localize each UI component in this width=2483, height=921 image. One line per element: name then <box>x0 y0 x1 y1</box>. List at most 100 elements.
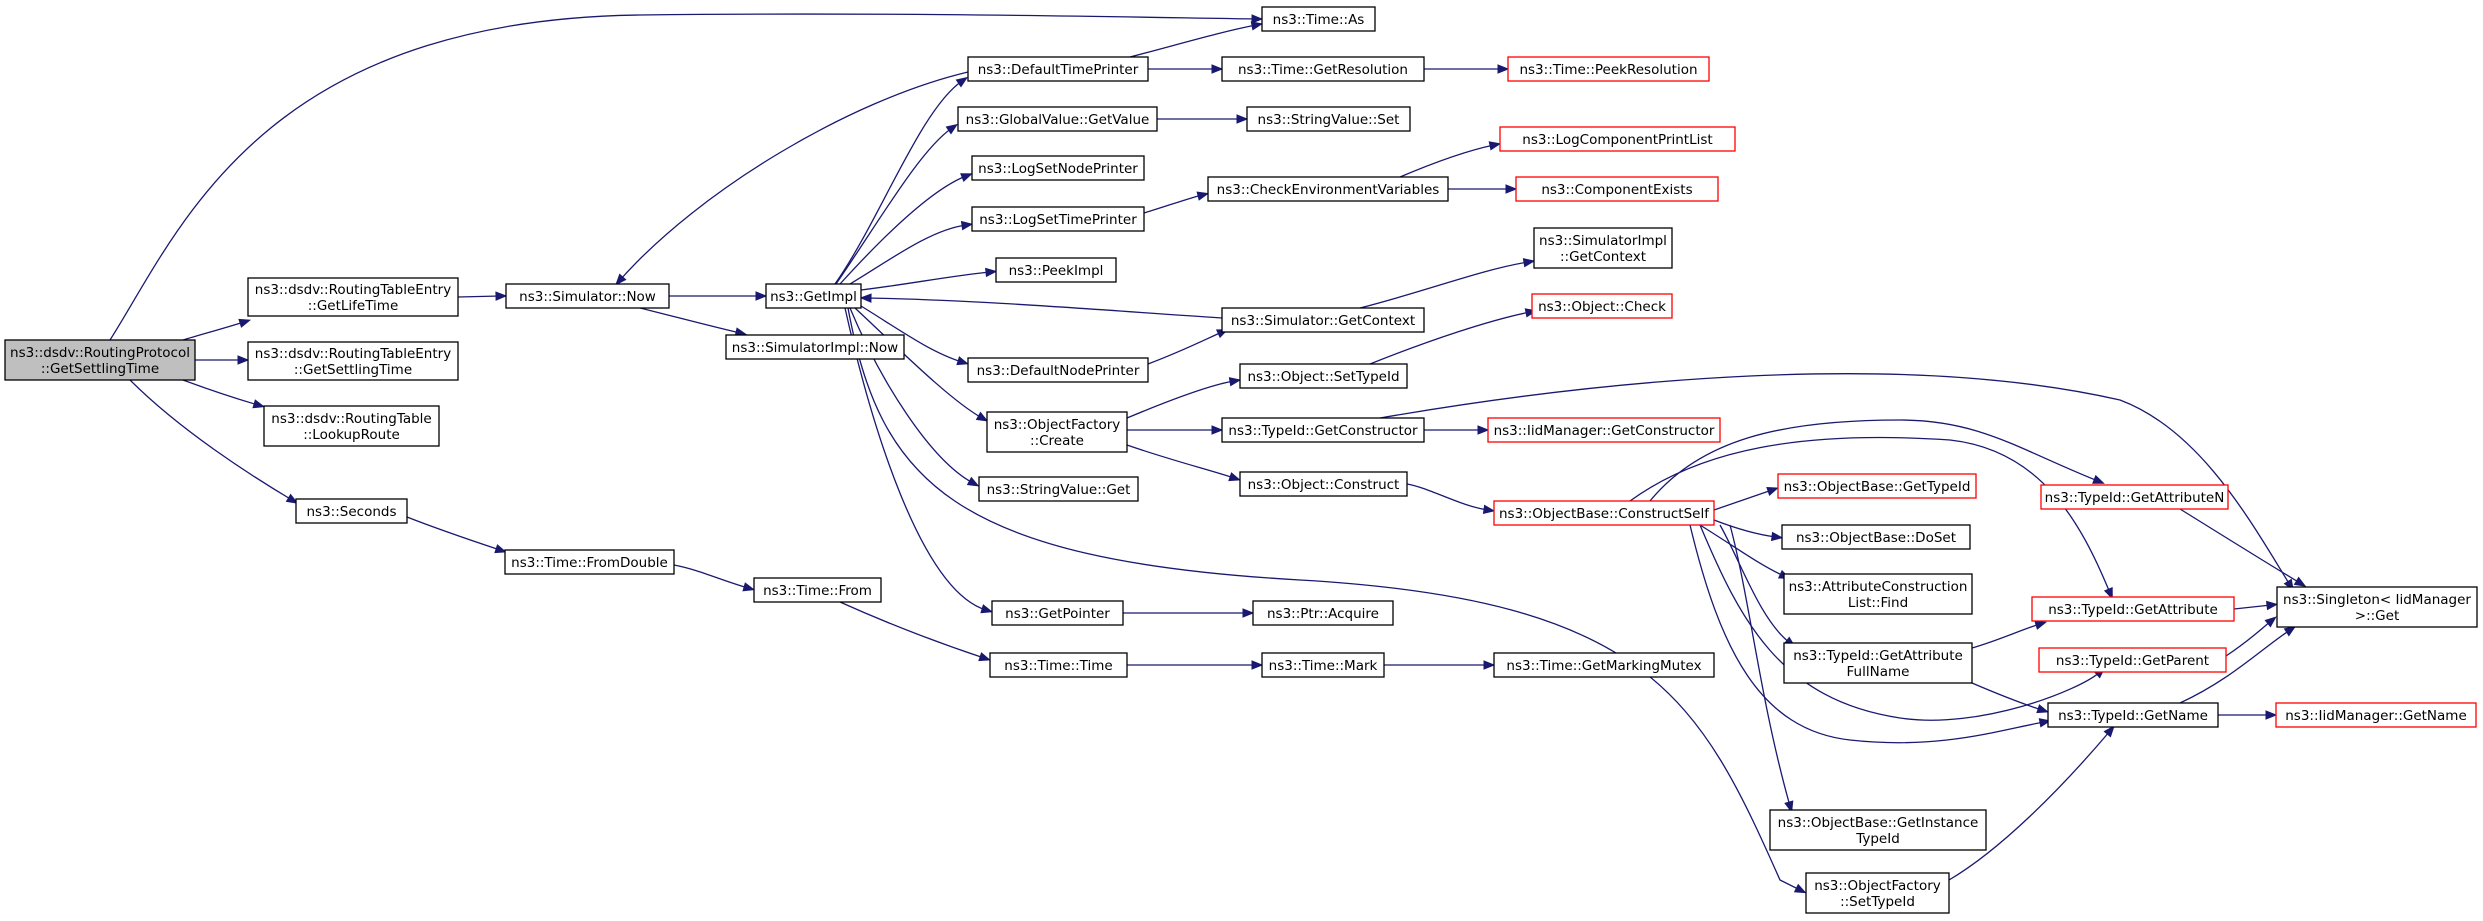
node-singleton-get[interactable]: ns3::Singleton< IidManager >::Get <box>2276 586 2478 628</box>
edge-seconds-to-time_fromdouble <box>406 516 507 554</box>
node-label-line-1: ns3::Object::Check <box>1538 299 1666 315</box>
node-root[interactable]: ns3::dsdv::RoutingProtocol::GetSettlingT… <box>4 339 196 381</box>
node-log-set-time[interactable]: ns3::LogSetTimePrinter <box>971 206 1145 232</box>
node-objbase-doset[interactable]: ns3::ObjectBase::DoSet <box>1781 524 1971 550</box>
node-label-line-1: ns3::ComponentExists <box>1541 182 1692 198</box>
edge-typeid_getname-to-singleton_get <box>2179 625 2297 704</box>
edge-time_fromdouble-to-time_from <box>673 564 756 592</box>
node-simimpl-getctx[interactable]: ns3::SimulatorImpl::GetContext <box>1533 227 1673 269</box>
node-time-mark[interactable]: ns3::Time::Mark <box>1261 652 1385 678</box>
node-check-env[interactable]: ns3::CheckEnvironmentVariables <box>1207 176 1449 202</box>
node-sv-get[interactable]: ns3::StringValue::Get <box>978 476 1139 502</box>
node-time-peekres[interactable]: ns3::Time::PeekResolution <box>1507 56 1710 82</box>
node-objfactory-create[interactable]: ns3::ObjectFactory::Create <box>986 411 1128 453</box>
node-default-node-printer[interactable]: ns3::DefaultNodePrinter <box>967 357 1149 383</box>
edge-default_node_printer-to-sim_getctx <box>1147 328 1229 365</box>
node-objbase-gettypeid[interactable]: ns3::ObjectBase::GetTypeId <box>1777 473 1977 499</box>
node-iid-getctor[interactable]: ns3::IidManager::GetConstructor <box>1487 417 1721 443</box>
node-iid-getname[interactable]: ns3::IidManager::GetName <box>2275 702 2477 728</box>
node-time-getmarkingmutex[interactable]: ns3::Time::GetMarkingMutex <box>1493 652 1715 678</box>
edge-sim_getctx-to-getimpl <box>859 293 1223 319</box>
node-typeid-getattrn[interactable]: ns3::TypeId::GetAttributeN <box>2040 484 2229 510</box>
node-label-line-1: ns3::GlobalValue::GetValue <box>966 112 1150 128</box>
node-getpointer[interactable]: ns3::GetPointer <box>991 600 1124 626</box>
node-sim-getctx[interactable]: ns3::Simulator::GetContext <box>1221 307 1425 333</box>
node-comp-exists[interactable]: ns3::ComponentExists <box>1515 176 1719 202</box>
node-label-line-1: ns3::LogSetTimePrinter <box>979 212 1137 228</box>
edge-root-to-rte_settling <box>195 355 250 365</box>
node-obj-construct[interactable]: ns3::Object::Construct <box>1239 471 1408 497</box>
node-label-line-1: ns3::ObjectBase::ConstructSelf <box>1499 506 1710 522</box>
node-default-time-printer[interactable]: ns3::DefaultTimePrinter <box>967 56 1149 82</box>
node-label-line-1: ns3::TypeId::GetParent <box>2056 653 2209 669</box>
node-label-line-1: ns3::StringValue::Get <box>987 482 1131 498</box>
node-label-line-1: ns3::IidManager::GetConstructor <box>1494 423 1715 439</box>
node-rte-settling[interactable]: ns3::dsdv::RoutingTableEntry::GetSettlin… <box>247 341 459 381</box>
node-obj-check[interactable]: ns3::Object::Check <box>1531 293 1673 319</box>
function-nodes: ns3::dsdv::RoutingProtocol::GetSettlingT… <box>4 6 2478 914</box>
node-peekimpl[interactable]: ns3::PeekImpl <box>995 257 1117 283</box>
node-label-line-1: ns3::ObjectBase::GetInstance <box>1778 815 1979 831</box>
edge-objfactory_create-to-obj_construct <box>1126 444 1241 482</box>
edge-objbase_constructself-to-objbase_gettypeid <box>1713 486 1779 511</box>
node-typeid-getparent[interactable]: ns3::TypeId::GetParent <box>2038 647 2227 673</box>
node-label-line-1: ns3::TypeId::GetConstructor <box>1228 423 1418 439</box>
node-time-from[interactable]: ns3::Time::From <box>753 577 882 603</box>
node-label-line-1: ns3::ObjectFactory <box>994 417 1121 433</box>
node-log-set-node[interactable]: ns3::LogSetNodePrinter <box>971 155 1145 181</box>
edge-check_env-to-log_comp_list <box>1399 141 1502 178</box>
node-simimpl-now[interactable]: ns3::SimulatorImpl::Now <box>725 334 905 360</box>
node-sv-set[interactable]: ns3::StringValue::Set <box>1246 106 1411 132</box>
edge-time_getres-to-time_peekres <box>1424 64 1510 74</box>
node-obj-settypeid[interactable]: ns3::Object::SetTypeId <box>1239 363 1408 389</box>
edge-root-to-rte_lifetime <box>182 318 252 341</box>
edge-gv_getvalue-to-sv_set <box>1157 114 1249 124</box>
node-typeid-getname[interactable]: ns3::TypeId::GetName <box>2047 702 2219 728</box>
node-rte-lifetime[interactable]: ns3::dsdv::RoutingTableEntry::GetLifeTim… <box>247 277 459 317</box>
edge-getpointer-to-ptr_acquire <box>1123 608 1255 618</box>
node-objbase-constructself[interactable]: ns3::ObjectBase::ConstructSelf <box>1493 500 1715 526</box>
node-typeid-getattr[interactable]: ns3::TypeId::GetAttribute <box>2031 596 2235 622</box>
node-label-line-1: ns3::PeekImpl <box>1009 263 1104 279</box>
edge-getimpl-to-gv_getvalue <box>835 123 959 285</box>
node-time-fromdouble[interactable]: ns3::Time::FromDouble <box>504 549 675 575</box>
node-label-line-2: ::LookupRoute <box>303 427 400 443</box>
edge-default_time_printer-to-sim_now <box>615 71 969 286</box>
edge-typeid_getattrn-to-singleton_get <box>2179 508 2307 587</box>
node-log-comp-list[interactable]: ns3::LogComponentPrintList <box>1499 126 1736 152</box>
node-label-line-1: ns3::StringValue::Set <box>1258 112 1400 128</box>
node-label-line-1: ns3::Ptr::Acquire <box>1267 606 1379 622</box>
node-typeid-getctor[interactable]: ns3::TypeId::GetConstructor <box>1221 417 1425 443</box>
node-label-line-2: ::Create <box>1030 433 1084 449</box>
edge-root-to-rt_lookup <box>182 379 266 409</box>
node-label-line-1: ns3::dsdv::RoutingTableEntry <box>255 282 451 298</box>
node-label-line-2: ::GetSettlingTime <box>41 361 159 377</box>
node-label-line-1: ns3::Time::Mark <box>1269 658 1378 674</box>
node-label-line-1: ns3::dsdv::RoutingTableEntry <box>255 346 451 362</box>
node-sim-now[interactable]: ns3::Simulator::Now <box>505 283 670 309</box>
node-time-getres[interactable]: ns3::Time::GetResolution <box>1221 56 1425 82</box>
node-ptr-acquire[interactable]: ns3::Ptr::Acquire <box>1252 600 1394 626</box>
node-gv-getvalue[interactable]: ns3::GlobalValue::GetValue <box>957 106 1158 132</box>
edge-objfactory_settypeid-to-typeid_getname <box>1948 725 2115 881</box>
edge-typeid_getparent-to-singleton_get <box>2225 616 2277 657</box>
node-seconds[interactable]: ns3::Seconds <box>295 498 408 524</box>
node-label-line-1: ns3::TypeId::GetName <box>2058 708 2208 724</box>
node-objfactory-settypeid[interactable]: ns3::ObjectFactory::SetTypeId <box>1805 872 1950 914</box>
node-time-as[interactable]: ns3::Time::As <box>1261 6 1376 32</box>
edge-rte_lifetime-to-sim_now <box>457 291 508 301</box>
node-time-time[interactable]: ns3::Time::Time <box>989 652 1128 678</box>
node-label-line-1: ns3::Time::From <box>763 583 872 599</box>
edge-objbase_constructself-to-typeid_getattr <box>1629 436 2113 600</box>
edge-getimpl-to-objfactory_settypeid <box>847 307 1807 894</box>
node-label-line-1: ns3::dsdv::RoutingProtocol <box>10 345 190 361</box>
node-getimpl[interactable]: ns3::GetImpl <box>765 283 862 309</box>
edge-getimpl-to-default_node_printer <box>860 305 970 366</box>
node-rt-lookup[interactable]: ns3::dsdv::RoutingTable::LookupRoute <box>263 405 440 447</box>
edge-sim_now-to-simimpl_now <box>639 307 748 337</box>
edge-objbase_constructself-to-objbase_doset <box>1713 519 1784 542</box>
